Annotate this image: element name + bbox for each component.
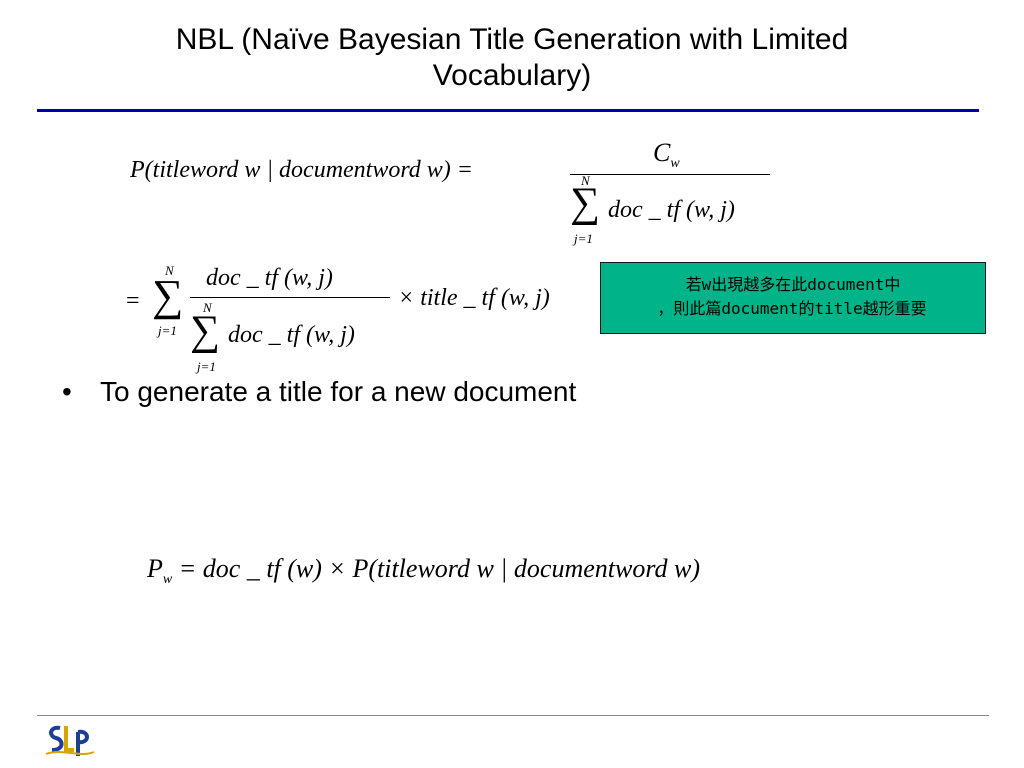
formula-3-p: P [147,554,163,583]
bullet-list: • To generate a title for a new document [62,376,576,408]
formula-2-outer-sum-top: N [165,263,174,278]
formula-1-c-sub: w [670,156,680,172]
formula-3-expression: Pw = doc _ tf (w) × P(titleword w | docu… [147,554,700,588]
formula-3-p-sub: w [162,572,173,588]
formula-2-outer-sum-bottom: j=1 [158,323,177,338]
bullet-item: To generate a title for a new document [100,376,577,407]
formula-1-fraction-bar [570,174,770,175]
formula-2-equals: = [126,288,140,314]
annotation-line2: ，則此篇document的title越形重要 [657,299,927,318]
formula-2-inner-sum-top: N [203,300,212,315]
slide-title-line1: NBL (Naïve Bayesian Title Generation wit… [175,23,849,56]
formula-2-outer-sigma: ∑ [152,271,184,320]
formula-1-c: C [653,138,671,167]
formula-1-lhs: P(titleword w | documentword w) = [130,157,473,183]
formula-2-fraction-bar [190,297,390,298]
formula-2-denominator: doc _ tf (w, j) [228,322,355,348]
footer-divider [37,715,989,716]
formula-1-numerator: Cw [653,138,680,172]
bullet-dot-icon: • [62,376,72,407]
formula-1-sigma: ∑ [570,180,600,226]
slp-logo-icon [44,722,96,760]
slide-title: NBL (Naïve Bayesian Title Generation wit… [90,22,934,94]
formula-1-sum-bottom: j=1 [574,231,593,246]
annotation-line1: 若w出現越多在此document中 [685,275,901,294]
formula-2-inner-sigma: ∑ [190,308,220,354]
formula-1-sum-top: N [581,173,590,188]
formula-2-numerator: doc _ tf (w, j) [206,265,333,291]
formula-3-rhs: = doc _ tf (w) × P(titleword w | documen… [178,554,701,583]
title-divider [37,109,979,112]
formula-2-inner-sum-bottom: j=1 [197,359,216,374]
slide-title-line2: Vocabulary) [432,59,592,92]
formula-2-times-title-tf: × title _ tf (w, j) [398,285,550,311]
formula-1-denominator: doc _ tf (w, j) [608,197,735,223]
annotation-box: 若w出現越多在此document中 ，則此篇document的title越形重要 [600,262,986,334]
